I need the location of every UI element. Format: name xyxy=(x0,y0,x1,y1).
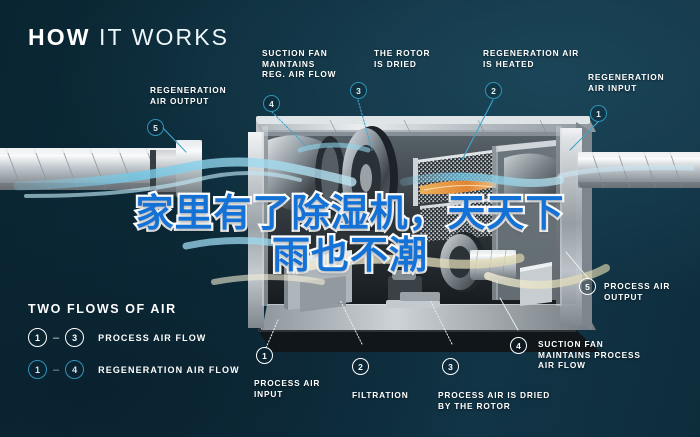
page-title-light: IT WORKS xyxy=(99,24,230,50)
page-title: HOW IT WORKS xyxy=(28,24,229,51)
legend-text-regeneration-air-flow: REGENERATION AIR FLOW xyxy=(98,364,240,375)
marker-5-regeneration-air-output[interactable]: 5 xyxy=(147,119,164,136)
label-line: THE ROTOR xyxy=(374,48,431,58)
legend-heading: TWO FLOWS OF AIR xyxy=(28,302,177,316)
marker-2-regeneration-air-heated[interactable]: 2 xyxy=(485,82,502,99)
label-line: PROCESS AIR xyxy=(254,378,321,388)
label-line: REGENERATION AIR xyxy=(483,48,580,58)
legend-row-process-air-flow: 1 – 3 PROCESS AIR FLOW xyxy=(28,328,240,347)
airflow-ribbons-cream xyxy=(211,253,610,289)
label-line: IS HEATED xyxy=(483,58,535,69)
callout-label-regeneration-air-heated: REGENERATION AIR IS HEATED xyxy=(483,48,579,69)
callout-label-filtration: FILTRATION xyxy=(352,390,409,401)
label-line: SUCTION FAN xyxy=(262,48,328,58)
label-line: SUCTION FAN xyxy=(538,339,604,349)
label-line: AIR OUTPUT xyxy=(150,95,210,106)
airflow-ribbons-blue xyxy=(13,142,695,250)
label-line: PROCESS AIR IS DRIED xyxy=(438,390,551,400)
marker-number: 5 xyxy=(153,122,158,133)
marker-number: 2 xyxy=(358,361,363,372)
marker-5-process-air-output[interactable]: 5 xyxy=(579,278,596,295)
label-line: FILTRATION xyxy=(352,390,409,400)
legend-dash: – xyxy=(53,331,60,344)
label-line: REGENERATION xyxy=(150,85,227,95)
marker-number: 1 xyxy=(262,350,267,361)
overlay-headline-line1: 家里有了除湿机，天天下 xyxy=(133,189,566,238)
marker-1-process-air-input[interactable]: 1 xyxy=(256,347,273,364)
callout-label-rotor-is-dried: THE ROTOR IS DRIED xyxy=(374,48,430,69)
callout-label-suction-fan-process: SUCTION FAN MAINTAINS PROCESS AIR FLOW xyxy=(538,339,641,371)
label-line: IS DRIED xyxy=(374,58,417,69)
legend-circle-from: 1 xyxy=(28,328,47,347)
marker-number: 1 xyxy=(596,108,601,119)
label-line: REG. AIR FLOW xyxy=(262,69,337,79)
label-line: REGENERATION xyxy=(588,72,665,82)
marker-4-suction-fan-process[interactable]: 4 xyxy=(510,337,527,354)
marker-3-rotor-is-dried[interactable]: 3 xyxy=(350,82,367,99)
label-line: MAINTAINS PROCESS xyxy=(538,349,641,360)
legend-circle-to: 4 xyxy=(65,360,85,379)
label-line: MAINTAINS xyxy=(262,58,316,69)
legend-two-flows-of-air: TWO FLOWS OF AIR 1 – 3 PROCESS AIR FLOW … xyxy=(28,302,240,392)
marker-2-filtration[interactable]: 2 xyxy=(352,358,369,375)
marker-number: 4 xyxy=(516,340,521,351)
label-line: OUTPUT xyxy=(604,291,644,302)
legend-circle-from: 1 xyxy=(28,360,47,379)
callout-label-suction-fan-regeneration: SUCTION FAN MAINTAINS REG. AIR FLOW xyxy=(262,48,336,80)
label-line: AIR INPUT xyxy=(588,82,638,93)
marker-1-regeneration-air-input[interactable]: 1 xyxy=(590,105,607,122)
overlay-headline-line2: 雨也不潮 xyxy=(270,231,430,280)
callout-label-regeneration-air-output: REGENERATION AIR OUTPUT xyxy=(150,85,226,106)
marker-number: 3 xyxy=(448,361,453,372)
marker-number: 4 xyxy=(269,98,274,109)
label-line: BY THE ROTOR xyxy=(438,400,511,411)
marker-number: 5 xyxy=(585,281,590,292)
leader-lines xyxy=(162,99,599,349)
legend-text-process-air-flow: PROCESS AIR FLOW xyxy=(98,332,207,343)
page-title-bold: HOW xyxy=(28,24,91,50)
desiccant-rotor xyxy=(342,126,398,230)
callout-label-process-air-dried: PROCESS AIR IS DRIED BY THE ROTOR xyxy=(438,390,550,411)
marker-4-suction-fan-regeneration[interactable]: 4 xyxy=(263,95,280,112)
motor-assembly xyxy=(386,270,440,308)
legend-dash: – xyxy=(53,363,60,376)
label-line: INPUT xyxy=(254,388,284,399)
legend-row-regeneration-air-flow: 1 – 4 REGENERATION AIR FLOW xyxy=(28,360,240,379)
callout-label-process-air-output: PROCESS AIR OUTPUT xyxy=(604,281,670,302)
marker-number: 2 xyxy=(491,85,496,96)
marker-3-process-air-dried[interactable]: 3 xyxy=(442,358,459,375)
label-line: AIR FLOW xyxy=(538,360,586,370)
callout-label-process-air-input: PROCESS AIR INPUT xyxy=(254,378,320,399)
marker-number: 3 xyxy=(356,85,361,96)
legend-circle-to: 3 xyxy=(65,328,85,347)
label-line: PROCESS AIR xyxy=(604,281,671,291)
callout-label-regeneration-air-input: REGENERATION AIR INPUT xyxy=(588,72,664,93)
